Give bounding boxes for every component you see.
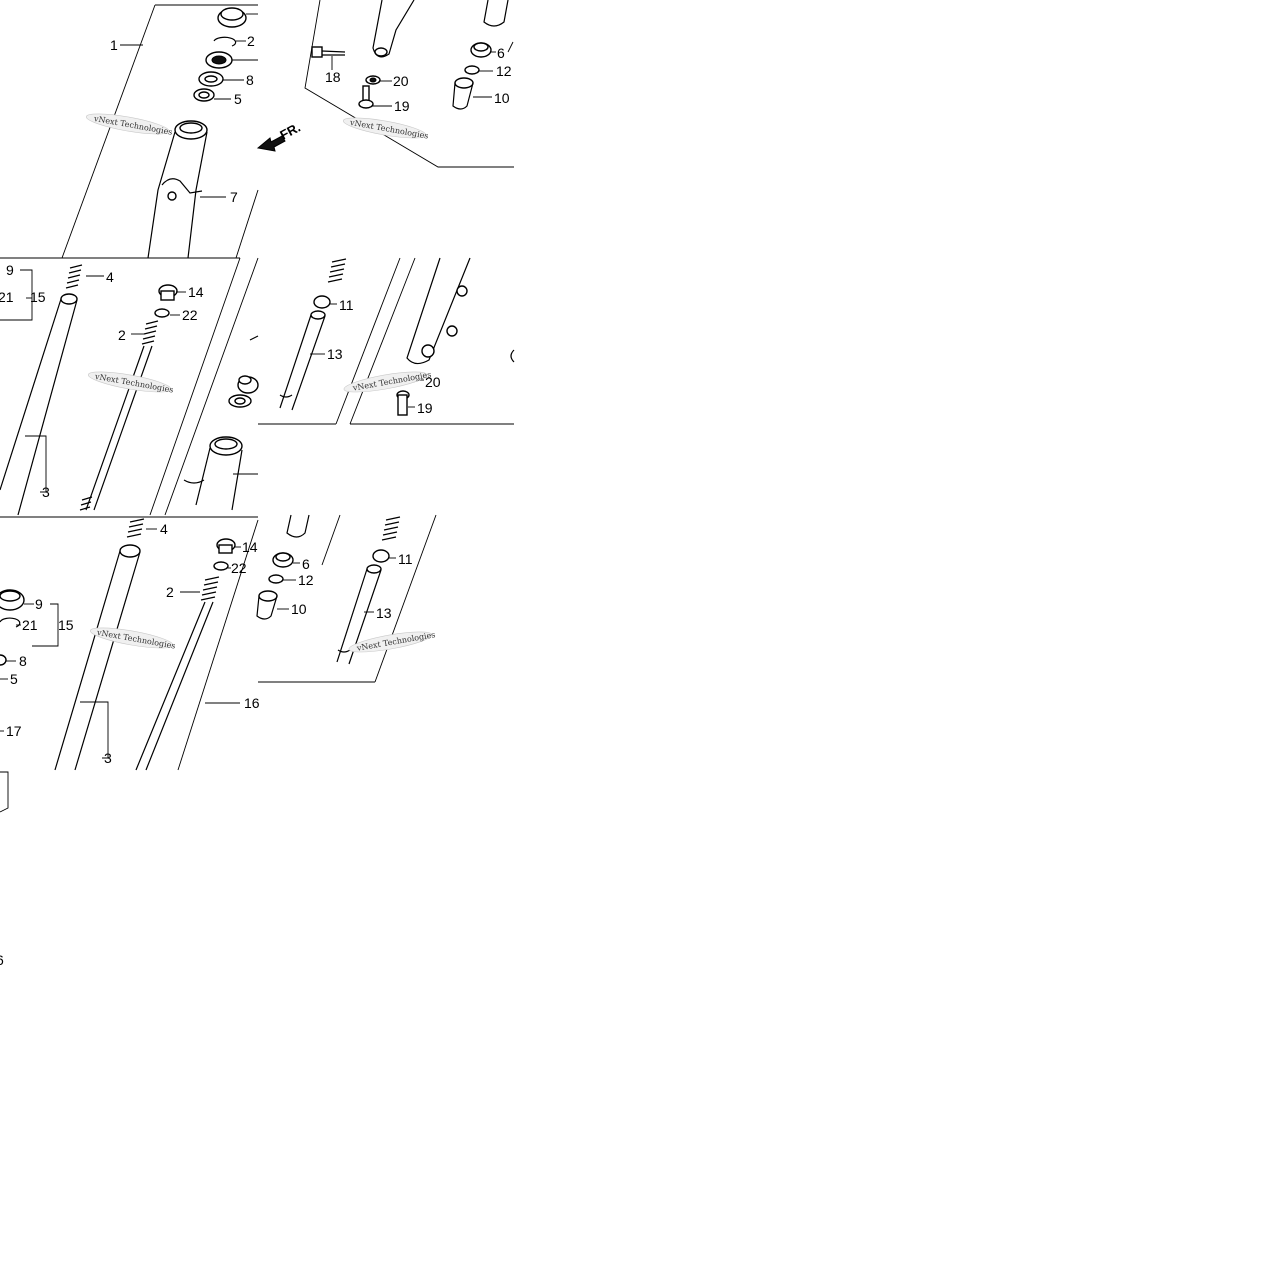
callout-19: 19 (394, 98, 410, 114)
guide-bushing-5 (193, 88, 231, 102)
callout-6-edge: 6 (0, 952, 4, 968)
oring-22b (213, 561, 231, 571)
callout-13b: 13 (376, 605, 392, 621)
callout-2: 2 (247, 33, 255, 49)
callout-20b: 20 (425, 374, 441, 390)
callout-15b: 15 (58, 617, 74, 633)
rebound-spring-2b (135, 576, 220, 771)
svg-text:vNext Technologies: vNext Technologies (351, 370, 432, 393)
bottom-case-7 (147, 120, 226, 259)
callout-6b: 6 (302, 556, 310, 572)
callout-9b: 9 (35, 596, 43, 612)
callout-4b: 4 (160, 521, 168, 537)
callout-5: 5 (234, 91, 242, 107)
watermark: vNext Technologies (348, 630, 436, 653)
callout-21: 21 (0, 289, 14, 305)
panel-top-right: 18 20 19 6 12 (304, 0, 514, 168)
circlip-2 (213, 36, 246, 47)
rebound-spring-2 (79, 320, 159, 511)
callout-1: 1 (110, 37, 118, 53)
backup-ring-8b (0, 654, 16, 666)
callout-15: 15 (30, 289, 46, 305)
callout-3b: 3 (104, 750, 112, 766)
callout-3: 3 (42, 484, 50, 500)
callout-18: 18 (325, 69, 341, 85)
ring-11b (372, 549, 396, 563)
callout-12b: 12 (298, 572, 314, 588)
circlip-21b (0, 617, 21, 628)
oil-seal (205, 51, 258, 69)
front-direction-arrow: FR. (256, 120, 303, 152)
callout-2c: 2 (166, 584, 174, 600)
watermark: vNext Technologies (85, 113, 173, 137)
damper-rod-top-b (286, 514, 310, 538)
damper-rod-13 (279, 310, 326, 411)
ring-12 (464, 65, 493, 75)
ring-11 (313, 295, 337, 309)
callout-14: 14 (188, 284, 204, 300)
panel-top-left: 1 2 8 5 7 FR. vNext Technologies (61, 4, 303, 259)
cap-bolt-14b (216, 538, 241, 554)
collar-6b (272, 552, 300, 568)
oring-22 (154, 308, 180, 318)
callout-12: 12 (496, 63, 512, 79)
callout-7: 7 (230, 189, 238, 205)
callout-20: 20 (393, 73, 409, 89)
lock-piece-10b (256, 590, 289, 620)
panel-bottom-left: 4 3 14 22 2 9 (0, 516, 260, 968)
svg-text:vNext Technologies: vNext Technologies (355, 630, 436, 653)
callout-8: 8 (246, 72, 254, 88)
fork-pipe-3 (0, 293, 78, 516)
bolt-18 (311, 46, 346, 70)
callout-21b: 21 (22, 617, 38, 633)
watermark: vNext Technologies (342, 117, 429, 141)
watermark: vNext Technologies (89, 627, 176, 651)
callout-22: 22 (182, 307, 198, 323)
callout-8b: 8 (19, 653, 27, 669)
callout-19b: 19 (417, 400, 433, 416)
fork-spring-4 (65, 264, 104, 289)
callout-10b: 10 (291, 601, 307, 617)
fork-pipe-3b (54, 544, 141, 771)
callout-9: 9 (6, 262, 14, 278)
callout-4: 4 (106, 269, 114, 285)
fork-spring-4b (126, 518, 157, 538)
panel-middle-right: 11 13 20 19 vNext (258, 257, 515, 425)
panel-bottom-right: 6 12 10 11 13 vNext Techn (256, 514, 437, 683)
spring-top (327, 258, 347, 283)
callout-14b: 14 (242, 539, 258, 555)
callout-10: 10 (494, 90, 510, 106)
damper-rod-top (483, 0, 509, 27)
collar-6 (470, 41, 514, 58)
slider-fragment (183, 335, 259, 511)
callout-13: 13 (327, 346, 343, 362)
callout-17: 17 (6, 723, 22, 739)
lock-piece-10 (452, 77, 492, 110)
cap-bolt-14 (158, 284, 186, 301)
callout-16: 16 (244, 695, 260, 711)
fork-cap-9b (0, 589, 34, 611)
callout-22b: 22 (231, 560, 247, 576)
slider-bottom-2 (406, 257, 515, 365)
washer-20 (365, 75, 392, 85)
slider-bottom (372, 0, 415, 58)
callout-11b: 11 (398, 551, 413, 567)
bolt-19b (396, 390, 415, 416)
callout-2b: 2 (118, 327, 126, 343)
callout-11: 11 (339, 297, 354, 313)
backup-ring-8 (198, 71, 244, 87)
watermark: vNext Technologies (87, 371, 174, 395)
ring-12b (268, 574, 296, 584)
spring-top-b (381, 516, 401, 541)
fork-cap (217, 7, 258, 28)
bolt-19 (358, 85, 392, 109)
callout-6: 6 (497, 45, 505, 61)
callout-5b: 5 (10, 671, 18, 687)
panel-middle-left: 9 15 21 4 3 14 22 (0, 257, 259, 516)
